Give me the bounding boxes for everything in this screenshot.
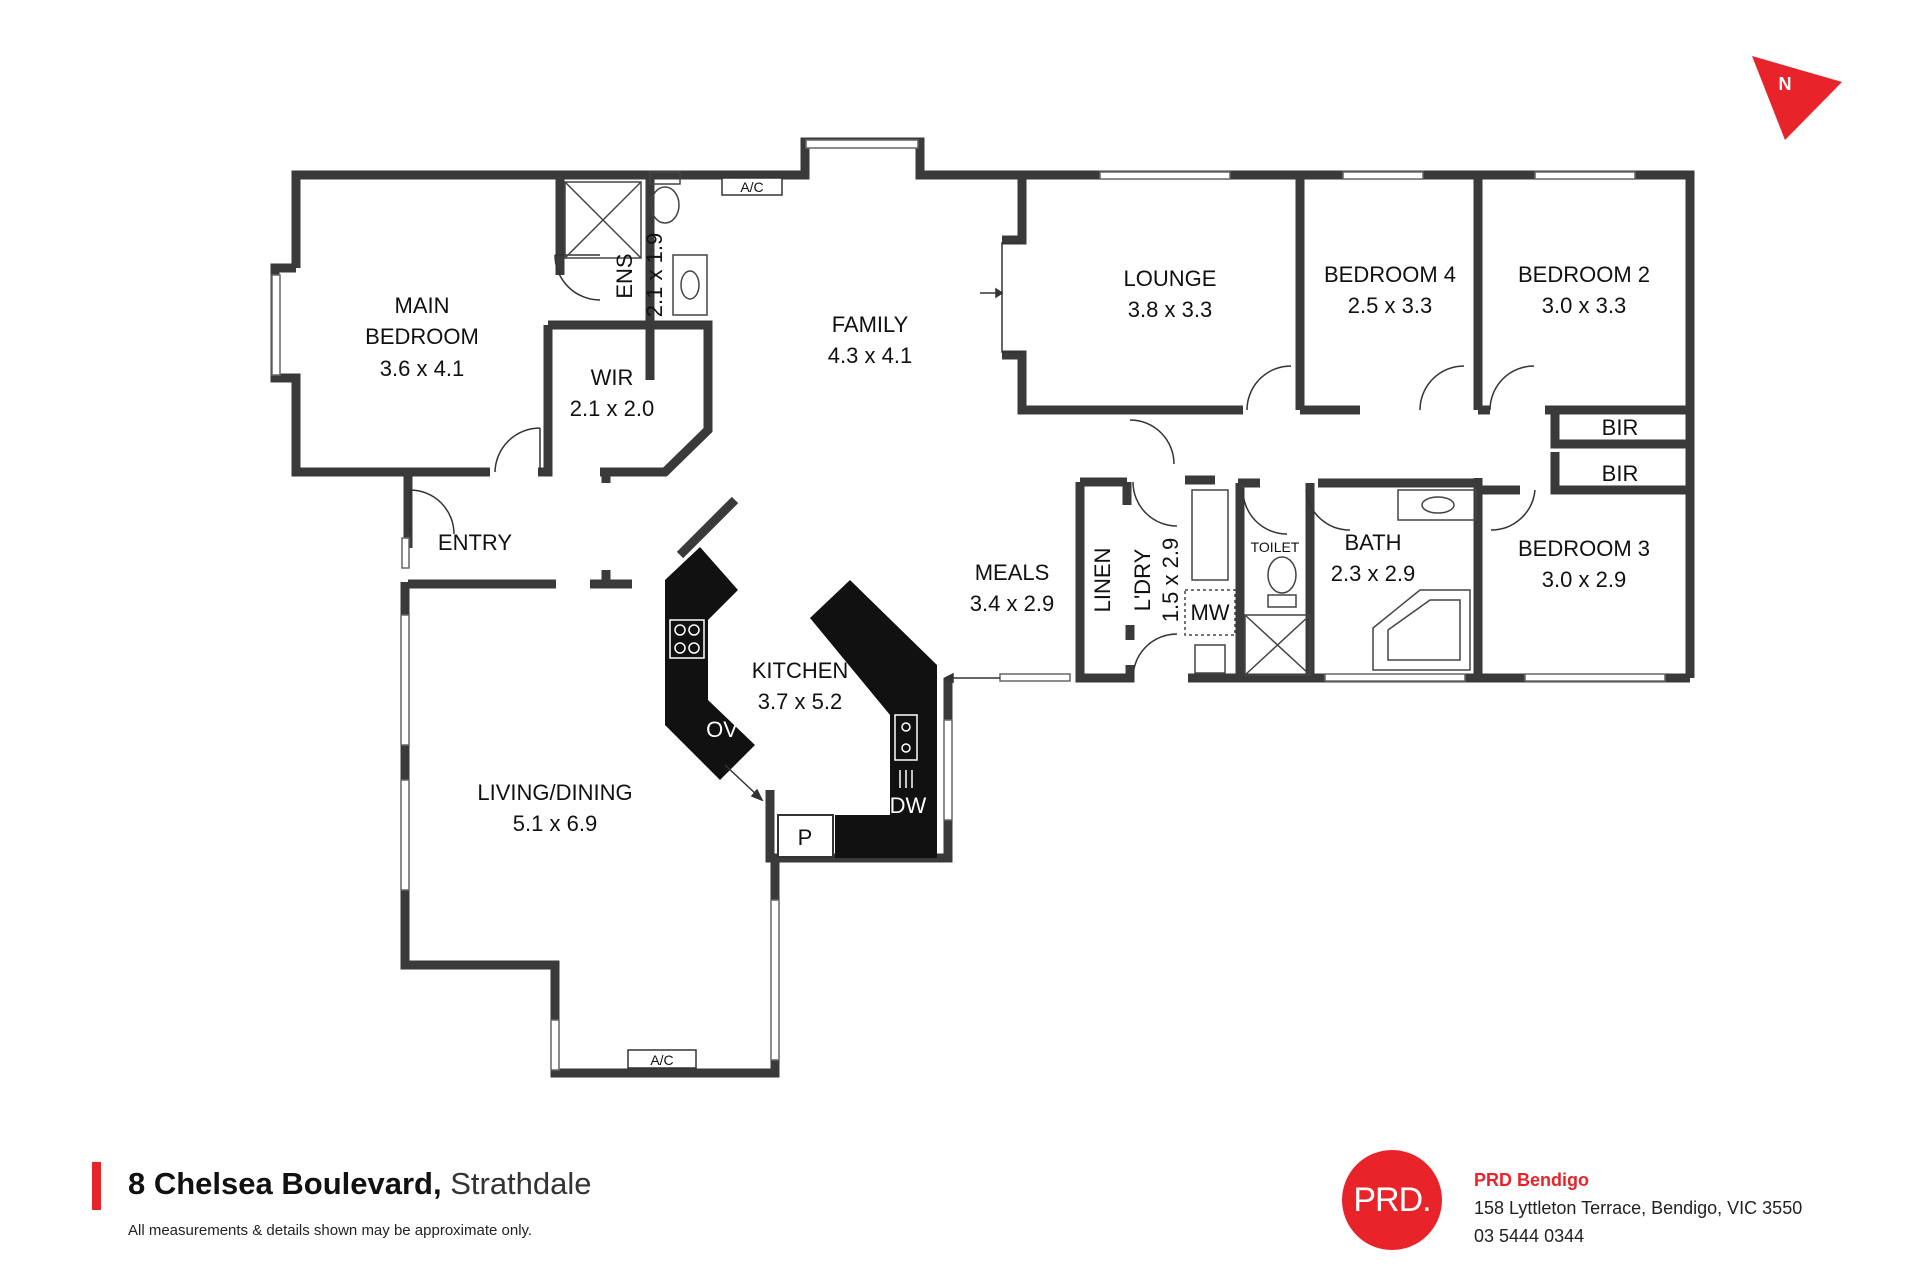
bedroom4-size: 2.5 x 3.3 (1348, 293, 1432, 318)
entry-label: ENTRY (438, 530, 512, 555)
arrows (724, 287, 1004, 802)
lounge-size: 3.8 x 3.3 (1128, 297, 1212, 322)
kitchen-appliances (669, 619, 918, 788)
ac-bottom-label: A/C (650, 1052, 673, 1068)
ac-top-label: A/C (740, 179, 763, 195)
north-compass-icon: N (1752, 56, 1842, 140)
agency-details: PRD Bendigo 158 Lyttleton Terrace, Bendi… (1474, 1166, 1802, 1250)
living-size: 5.1 x 6.9 (513, 811, 597, 836)
windows (271, 139, 1666, 1071)
property-address: 8 Chelsea Boulevard, Strathdale (128, 1166, 592, 1202)
bath-size: 2.3 x 2.9 (1331, 561, 1415, 586)
kitchen-benches (665, 547, 937, 858)
bedroom3-label: BEDROOM 3 (1518, 536, 1650, 561)
linen-label: LINEN (1090, 548, 1115, 613)
laundry-size: 1.5 x 2.9 (1158, 538, 1183, 622)
agency-logo: PRD. (1342, 1150, 1442, 1250)
bedroom3-size: 3.0 x 2.9 (1542, 567, 1626, 592)
oven-label: OV (706, 717, 738, 742)
agency-address: 158 Lyttleton Terrace, Bendigo, VIC 3550 (1474, 1198, 1803, 1218)
toilet-label: TOILET (1251, 539, 1300, 555)
dishwasher-label: DW (890, 793, 927, 818)
ac-unit-bottom (627, 1049, 697, 1069)
agency-name: PRD Bendigo (1474, 1170, 1589, 1190)
accent-bar (92, 1162, 101, 1210)
main-bedroom-label-1: MAIN (395, 293, 450, 318)
ens-label: ENS (612, 253, 637, 298)
laundry-label: L'DRY (1130, 548, 1155, 611)
pantry-box (777, 814, 834, 858)
ac-unit-top (721, 177, 783, 196)
wir-size: 2.1 x 2.0 (570, 396, 654, 421)
bedroom2-label: BEDROOM 2 (1518, 262, 1650, 287)
property-street: 8 Chelsea Boulevard, (128, 1166, 442, 1201)
microwave-label: MW (1190, 600, 1229, 625)
living-label: LIVING/DINING (477, 780, 632, 805)
bir-bottom-label: BIR (1602, 461, 1639, 486)
bir-top-label: BIR (1602, 415, 1639, 440)
pantry-label: P (798, 825, 813, 850)
family-label: FAMILY (832, 312, 909, 337)
kitchen-size: 3.7 x 5.2 (758, 689, 842, 714)
bedroom2-size: 3.0 x 3.3 (1542, 293, 1626, 318)
door-swings (409, 242, 1536, 679)
kitchen-label: KITCHEN (752, 658, 849, 683)
meals-size: 3.4 x 2.9 (970, 591, 1054, 616)
property-suburb: Strathdale (450, 1166, 592, 1201)
family-size: 4.3 x 4.1 (828, 343, 912, 368)
agency-phone: 03 5444 0344 (1474, 1226, 1585, 1246)
agency-logo-text: PRD. (1353, 1180, 1431, 1219)
lounge-label: LOUNGE (1124, 266, 1217, 291)
disclaimer: All measurements & details shown may be … (128, 1222, 533, 1239)
main-bedroom-label-2: BEDROOM (365, 324, 479, 349)
wir-label: WIR (591, 365, 634, 390)
bedroom4-label: BEDROOM 4 (1324, 262, 1456, 287)
ensuite-fixtures (564, 171, 1477, 676)
ens-size: 2.1 x 1.9 (642, 233, 667, 317)
bath-label: BATH (1344, 530, 1401, 555)
main-bedroom-size: 3.6 x 4.1 (380, 356, 464, 381)
compass-label: N (1779, 74, 1792, 94)
meals-label: MEALS (975, 560, 1050, 585)
